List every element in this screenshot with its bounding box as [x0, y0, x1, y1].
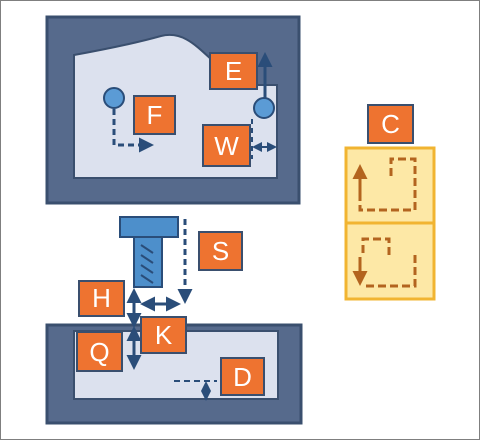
svg-text:S: S — [212, 236, 229, 266]
bolt — [119, 216, 179, 288]
label-q: Q — [76, 331, 123, 372]
svg-text:Q: Q — [89, 337, 109, 367]
feature-ew-marker — [251, 52, 277, 159]
svg-text:W: W — [214, 131, 239, 161]
label-d: D — [220, 357, 265, 396]
feature-f-marker — [103, 87, 154, 153]
label-k: K — [140, 316, 187, 354]
label-s: S — [198, 231, 243, 271]
feature-d-marker — [174, 380, 217, 401]
f-dashed-arrow — [112, 109, 154, 153]
bolt-head — [119, 216, 179, 238]
svg-text:E: E — [225, 56, 242, 86]
svg-text:K: K — [155, 320, 173, 350]
label-f: F — [133, 95, 176, 135]
label-h: H — [78, 280, 125, 317]
c-lower-path — [361, 237, 417, 288]
svg-text:C: C — [381, 109, 400, 139]
c-panel — [344, 146, 436, 301]
locator-circle-f — [103, 87, 125, 109]
label-e: E — [209, 52, 258, 90]
label-c: C — [367, 104, 414, 144]
label-w: W — [202, 124, 251, 167]
locator-circle-w — [253, 97, 275, 119]
c-upper-path — [358, 157, 417, 212]
bolt-threads — [140, 244, 154, 284]
svg-text:H: H — [92, 283, 111, 313]
svg-text:F: F — [147, 100, 163, 130]
svg-text:D: D — [233, 362, 252, 392]
